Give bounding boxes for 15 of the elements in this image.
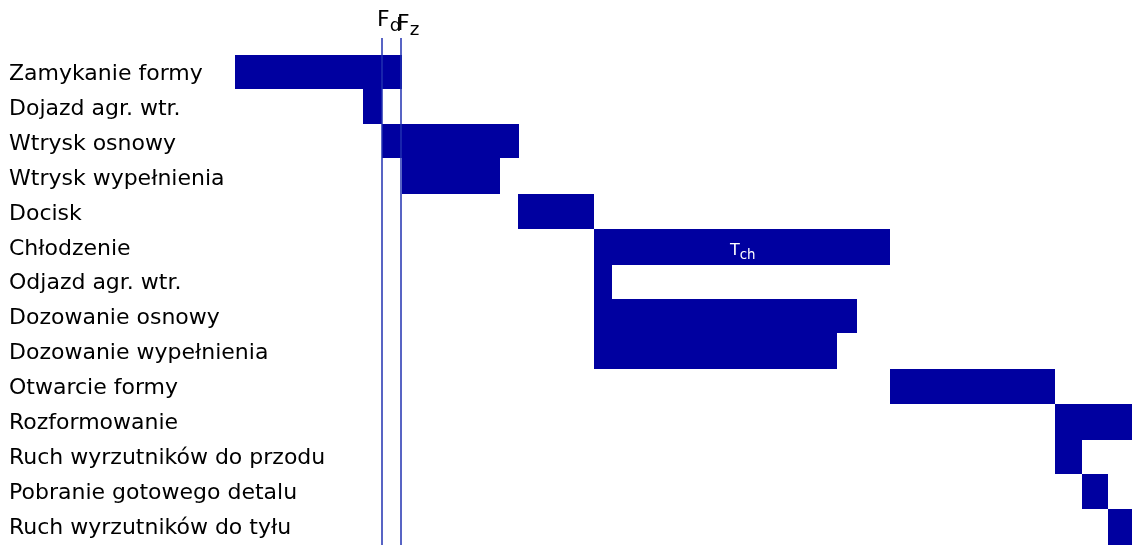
- row-label: Odjazd agr. wtr.: [9, 269, 182, 296]
- row-label: Dozowanie osnowy: [9, 304, 220, 331]
- row-label: Wtrysk wypełnienia: [9, 164, 225, 191]
- row-label: Chłodzenie: [9, 234, 131, 261]
- bar-label: T$_{ch}$: [730, 239, 756, 265]
- row-label: Dojazd agr. wtr.: [9, 94, 181, 121]
- row-label: Pobranie gotowego detalu: [9, 478, 298, 505]
- row-label: Otwarcie formy: [9, 374, 179, 401]
- row-label: Ruch wyrzutników do tyłu: [9, 513, 292, 540]
- row-label: Rozformowanie: [9, 409, 179, 435]
- row-label: Dozowanie wypełnienia: [9, 339, 269, 366]
- row-label: Zamykanie formy: [9, 60, 203, 86]
- row-label: Docisk: [9, 199, 82, 226]
- row-label: Ruch wyrzutników do przodu: [9, 443, 326, 470]
- row-label: Wtrysk osnowy: [9, 129, 176, 156]
